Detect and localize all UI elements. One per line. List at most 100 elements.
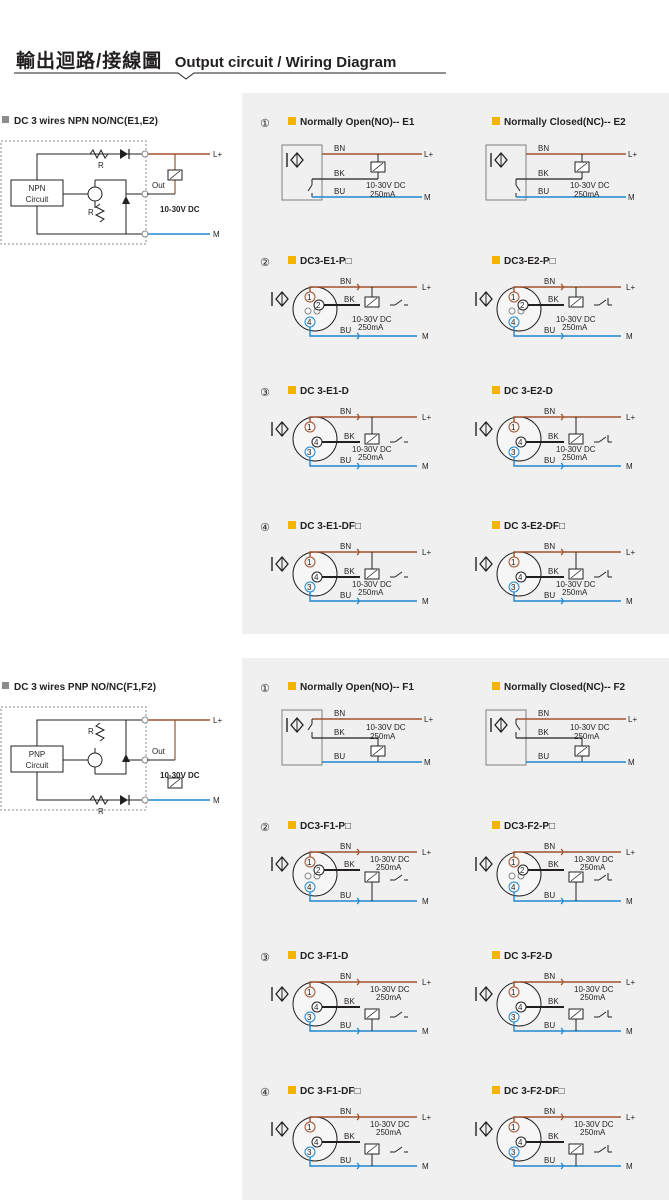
bu-plug bbox=[560, 897, 564, 905]
voltage-label: 10-30V DC bbox=[556, 580, 596, 589]
circuit-label-line2: Circuit bbox=[26, 195, 49, 204]
current-label: 250mA bbox=[580, 993, 606, 1002]
sensor-icon-diamond bbox=[479, 291, 493, 307]
load-relay-slash bbox=[570, 297, 582, 307]
bk-label: BK bbox=[538, 169, 549, 178]
bu-label: BU bbox=[544, 456, 555, 465]
m-label: M bbox=[424, 193, 431, 202]
pin-blue-label: 4 bbox=[511, 883, 516, 892]
bu-wire bbox=[309, 1022, 417, 1032]
bn-label: BN bbox=[544, 542, 555, 551]
sensor-icon bbox=[271, 856, 289, 872]
l-plus-label: L+ bbox=[626, 848, 635, 857]
load-relay-slash bbox=[570, 1009, 582, 1019]
side-title: DC 3 wires PNP NO/NC(F1,F2) bbox=[14, 682, 156, 693]
no-contact-icon bbox=[390, 571, 408, 578]
bu-label: BU bbox=[340, 1156, 351, 1165]
load-relay-icon bbox=[364, 1008, 380, 1020]
diode-icon bbox=[120, 149, 128, 159]
bu-label: BU bbox=[544, 326, 555, 335]
pin-bk-label: 4 bbox=[314, 573, 319, 582]
wire bbox=[598, 299, 607, 306]
wire bbox=[307, 184, 313, 192]
bn-wire bbox=[513, 551, 621, 557]
bn-wire bbox=[309, 981, 417, 987]
load-relay-slash bbox=[570, 569, 582, 579]
bu-plug bbox=[560, 462, 564, 470]
l-plus-label: L+ bbox=[626, 548, 635, 557]
no-contact-icon bbox=[390, 1011, 408, 1018]
bu-label: BU bbox=[340, 591, 351, 600]
nc-contact-icon bbox=[594, 873, 612, 881]
load-relay-icon bbox=[568, 1143, 584, 1155]
load-relay-slash bbox=[366, 569, 378, 579]
terminal bbox=[141, 716, 149, 724]
resistor-icon bbox=[89, 794, 109, 806]
current-label: 250mA bbox=[580, 1128, 606, 1137]
bu-label: BU bbox=[340, 456, 351, 465]
row-number: ② bbox=[260, 257, 270, 269]
sensor-icon-diamond bbox=[479, 856, 493, 872]
bu-label: BU bbox=[544, 1156, 555, 1165]
load-relay-slash bbox=[169, 778, 181, 788]
voltage-label: 10-30V DC bbox=[570, 181, 610, 190]
load-relay-icon bbox=[167, 169, 183, 181]
sensor-icon bbox=[271, 986, 289, 1002]
sensor-icon bbox=[490, 152, 508, 168]
diagram-left-title: DC 3-F1-D bbox=[300, 951, 348, 962]
pin-blue-label: 3 bbox=[511, 448, 516, 457]
load-relay-icon bbox=[370, 745, 386, 757]
pin-1-label: 1 bbox=[307, 423, 312, 432]
load-relay-slash bbox=[576, 746, 588, 756]
load-relay-slash bbox=[366, 297, 378, 307]
pin-bk-label: 4 bbox=[314, 1138, 319, 1147]
sensor-icon-diamond bbox=[275, 556, 289, 572]
bu-label: BU bbox=[544, 1021, 555, 1030]
pull-resistor-label: R bbox=[88, 208, 94, 217]
transistor-icon bbox=[87, 186, 103, 202]
sensor-icon-diamond bbox=[479, 1121, 493, 1137]
sensor-icon bbox=[490, 717, 508, 733]
bn-plug bbox=[560, 848, 564, 856]
top-rail bbox=[36, 153, 145, 180]
wire bbox=[394, 1146, 403, 1153]
bottom-rail bbox=[36, 772, 145, 801]
pin-blue-label: 4 bbox=[307, 318, 312, 327]
npn-wiring-panel bbox=[242, 93, 669, 634]
pin-1-label: 1 bbox=[511, 423, 516, 432]
bn-wire bbox=[513, 851, 621, 857]
bu-label: BU bbox=[538, 752, 549, 761]
wire bbox=[598, 571, 607, 578]
diagram-left-title: DC3-E1-P□ bbox=[300, 256, 352, 267]
diagram-left-title-marker bbox=[288, 1086, 296, 1094]
load-relay-icon bbox=[568, 568, 584, 580]
current-label: 250mA bbox=[562, 453, 588, 462]
diagram-right-title-marker bbox=[492, 1086, 500, 1094]
load-relay-slash bbox=[366, 872, 378, 882]
voltage-label: 10-30V DC bbox=[160, 205, 200, 214]
diagram-right-title: Normally Closed(NC)-- F2 bbox=[504, 682, 626, 693]
nc-contact-icon bbox=[594, 435, 612, 443]
pin-aux bbox=[508, 307, 516, 315]
bk-label: BK bbox=[344, 432, 355, 441]
current-label: 250mA bbox=[574, 190, 600, 199]
voltage-label: 10-30V DC bbox=[352, 580, 392, 589]
bu-plug bbox=[560, 1162, 564, 1170]
bn-label: BN bbox=[340, 972, 351, 981]
load-relay-icon bbox=[364, 871, 380, 883]
bu-label: BU bbox=[544, 891, 555, 900]
diagram-right-title: DC 3-F2-D bbox=[504, 951, 552, 962]
bn-plug bbox=[356, 848, 360, 856]
bn-wire bbox=[513, 416, 621, 422]
bn-wire bbox=[513, 981, 621, 987]
no-contact-icon bbox=[390, 874, 408, 881]
pin-blue-label: 3 bbox=[511, 1013, 516, 1022]
voltage-label: 10-30V DC bbox=[370, 1120, 410, 1129]
sensor-icon bbox=[475, 556, 493, 572]
diagram-left-title: DC 3-E1-DF□ bbox=[300, 521, 361, 532]
voltage-label: 10-30V DC bbox=[366, 181, 406, 190]
